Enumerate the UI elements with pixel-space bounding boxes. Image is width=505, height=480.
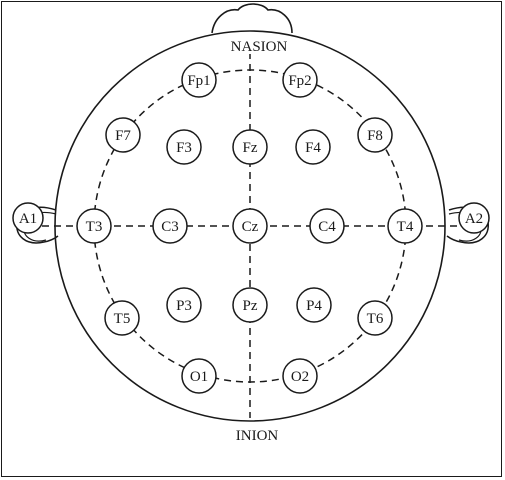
ear-electrode-a2-label: A2: [465, 211, 483, 227]
electrode-c4: C4: [309, 208, 345, 244]
electrode-label: F3: [176, 140, 192, 156]
ear-electrode-a1-label: A1: [19, 211, 37, 227]
ear-electrode-a1: [12, 202, 44, 234]
electrode-fz: Fz: [232, 129, 268, 165]
electrode-o1: O1: [181, 358, 217, 394]
electrode-label: Fp2: [288, 73, 311, 89]
electrode-t3: T3: [76, 208, 112, 244]
electrode-label: C3: [161, 219, 179, 235]
nasion-label: NASION: [231, 39, 288, 55]
electrode-label: F7: [115, 128, 131, 144]
electrode-cz: Cz: [232, 208, 268, 244]
electrode-label: P4: [306, 298, 322, 314]
electrode-o2: O2: [282, 358, 318, 394]
electrode-label: F8: [367, 128, 383, 144]
electrode-f7: F7: [105, 117, 141, 153]
electrode-fp1: Fp1: [181, 62, 217, 98]
electrode-label: P3: [176, 298, 192, 314]
electrode-c3: C3: [152, 208, 188, 244]
electrode-p4: P4: [296, 287, 332, 323]
electrode-label: T6: [367, 311, 384, 327]
electrode-label: T5: [114, 311, 131, 327]
electrode-label: O1: [190, 369, 208, 385]
electrode-t4: T4: [387, 208, 423, 244]
electrode-f3: F3: [166, 129, 202, 165]
electrode-label: Fz: [243, 140, 258, 156]
electrode-label: Cz: [242, 219, 259, 235]
electrode-label: C4: [318, 219, 336, 235]
electrode-fp2: Fp2: [282, 62, 318, 98]
nose-outline: [211, 3, 293, 34]
inion-label: INION: [236, 428, 279, 444]
electrode-label: T3: [86, 219, 103, 235]
electrode-pz: Pz: [232, 287, 268, 323]
electrode-p3: P3: [166, 287, 202, 323]
electrode-t6: T6: [357, 300, 393, 336]
electrode-label: O2: [291, 369, 309, 385]
electrode-label: T4: [397, 219, 414, 235]
electrode-label: Pz: [243, 298, 258, 314]
electrode-f4: F4: [295, 129, 331, 165]
electrode-label: Fp1: [187, 73, 210, 89]
ear-electrode-a2: [458, 202, 490, 234]
electrode-label: F4: [305, 140, 321, 156]
electrode-f8: F8: [357, 117, 393, 153]
electrode-t5: T5: [104, 300, 140, 336]
